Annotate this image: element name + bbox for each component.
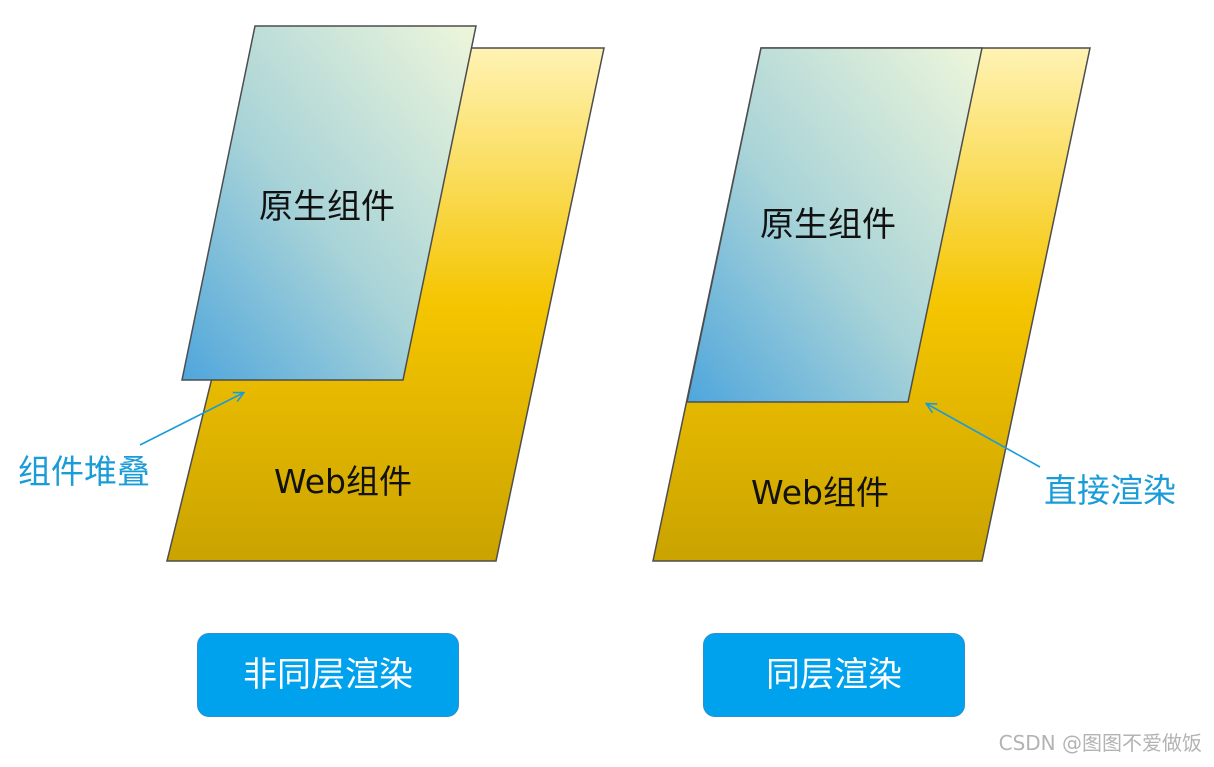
left-native-layer — [181, 25, 477, 381]
watermark: CSDN @图图不爱做饭 — [998, 731, 1202, 755]
right-callout-label: 直接渲染 — [1044, 471, 1176, 510]
left-callout-label: 组件堆叠 — [18, 452, 150, 491]
same-layer-render-button[interactable]: 同层渲染 — [703, 633, 965, 717]
right-callout-arrow — [927, 404, 1041, 468]
right-native-layer — [686, 47, 983, 403]
left-native-label: 原生组件 — [259, 187, 395, 227]
left-callout-arrow — [139, 393, 243, 446]
non-same-layer-render-button[interactable]: 非同层渲染 — [197, 633, 459, 717]
right-native-label: 原生组件 — [760, 205, 896, 245]
right-web-label: Web组件 — [751, 473, 889, 512]
same-layer-render-label: 同层渲染 — [766, 655, 902, 695]
non-same-layer-render-label: 非同层渲染 — [243, 655, 413, 695]
left-web-label: Web组件 — [274, 462, 412, 501]
